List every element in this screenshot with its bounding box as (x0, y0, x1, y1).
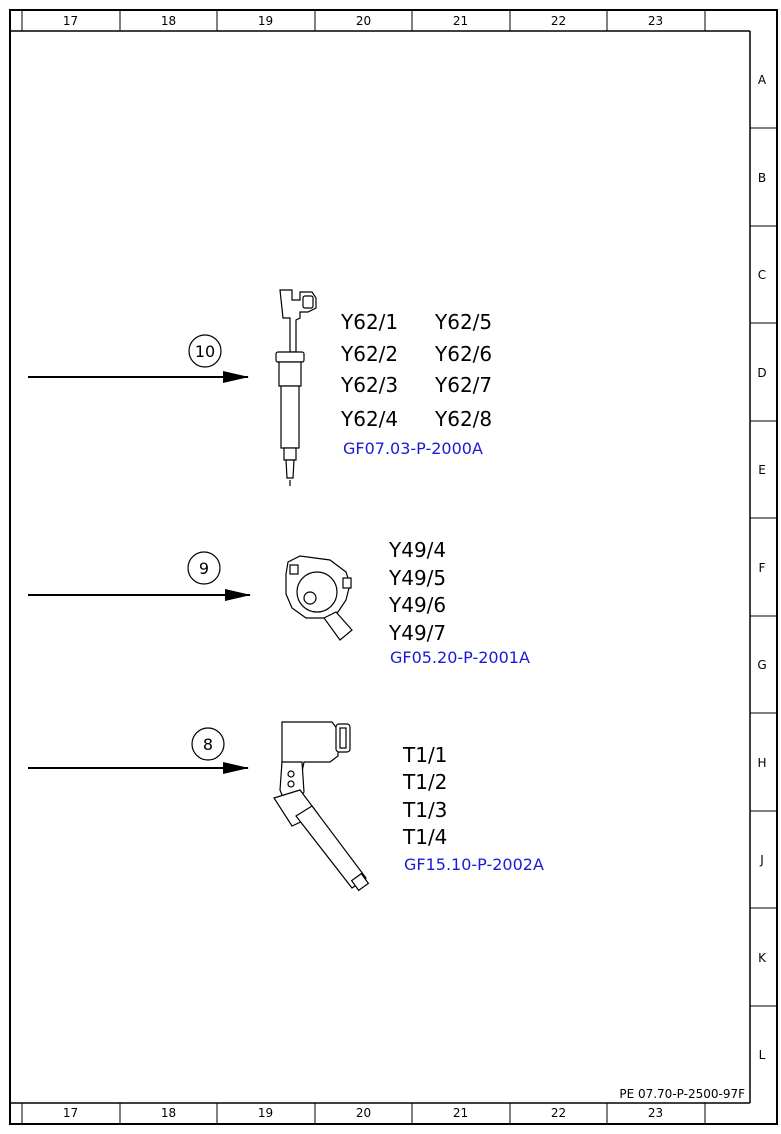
column-label-bottom: 18 (160, 1106, 177, 1120)
ignition-coil-icon (273, 721, 370, 892)
component-code: Y62/7 (435, 373, 493, 397)
callout-number: 9 (199, 559, 209, 578)
reference-link[interactable]: GF05.20-P-2001A (390, 648, 530, 667)
injector-icon (275, 289, 317, 486)
column-label-bottom: 22 (550, 1106, 567, 1120)
component-code: Y62/2 (341, 342, 399, 366)
column-label-bottom: 17 (62, 1106, 79, 1120)
component-code: T1/3 (403, 798, 448, 822)
component-code: Y62/4 (341, 407, 399, 431)
row-label: L (758, 1048, 766, 1062)
component-code: Y62/6 (435, 342, 493, 366)
callout-circle (188, 334, 222, 368)
valve-icon (285, 555, 353, 641)
component-code: Y62/1 (341, 310, 399, 334)
column-label-top: 20 (355, 14, 372, 28)
column-label-top: 23 (647, 14, 664, 28)
row-label: G (757, 658, 767, 672)
reference-link[interactable]: GF07.03-P-2000A (343, 439, 483, 458)
component-code: Y49/5 (389, 566, 447, 590)
row-label: C (757, 268, 767, 282)
component-code: T1/1 (403, 743, 448, 767)
column-label-top: 21 (452, 14, 469, 28)
row-label: F (758, 561, 766, 575)
row-label: J (760, 853, 764, 867)
callout-number: 10 (195, 342, 215, 361)
callout-number: 8 (203, 735, 213, 754)
callout-group-10 (28, 334, 249, 383)
component-code: Y49/7 (389, 621, 447, 645)
row-label: E (758, 463, 766, 477)
column-label-top: 19 (257, 14, 274, 28)
callout-group-8 (28, 727, 249, 774)
callout-circle (187, 551, 221, 585)
component-code: T1/4 (403, 825, 448, 849)
column-label-bottom: 19 (257, 1106, 274, 1120)
row-label: H (757, 756, 767, 770)
column-label-bottom: 21 (452, 1106, 469, 1120)
column-label-top: 18 (160, 14, 177, 28)
reference-link[interactable]: GF15.10-P-2002A (404, 855, 544, 874)
row-label: B (757, 171, 767, 185)
component-code: T1/2 (403, 770, 448, 794)
callout-circle (191, 727, 225, 761)
column-label-top: 22 (550, 14, 567, 28)
row-label: K (758, 951, 766, 965)
component-code: Y62/3 (341, 373, 399, 397)
callout-group-9 (28, 551, 251, 601)
column-label-top: 17 (62, 14, 79, 28)
row-label: D (757, 366, 767, 380)
component-code: Y49/4 (389, 538, 447, 562)
component-code: Y62/8 (435, 407, 493, 431)
document-id: PE 07.70-P-2500-97F (619, 1087, 745, 1101)
component-code: Y49/6 (389, 593, 447, 617)
row-label: A (757, 73, 767, 87)
component-code: Y62/5 (435, 310, 493, 334)
column-label-bottom: 23 (647, 1106, 664, 1120)
column-label-bottom: 20 (355, 1106, 372, 1120)
